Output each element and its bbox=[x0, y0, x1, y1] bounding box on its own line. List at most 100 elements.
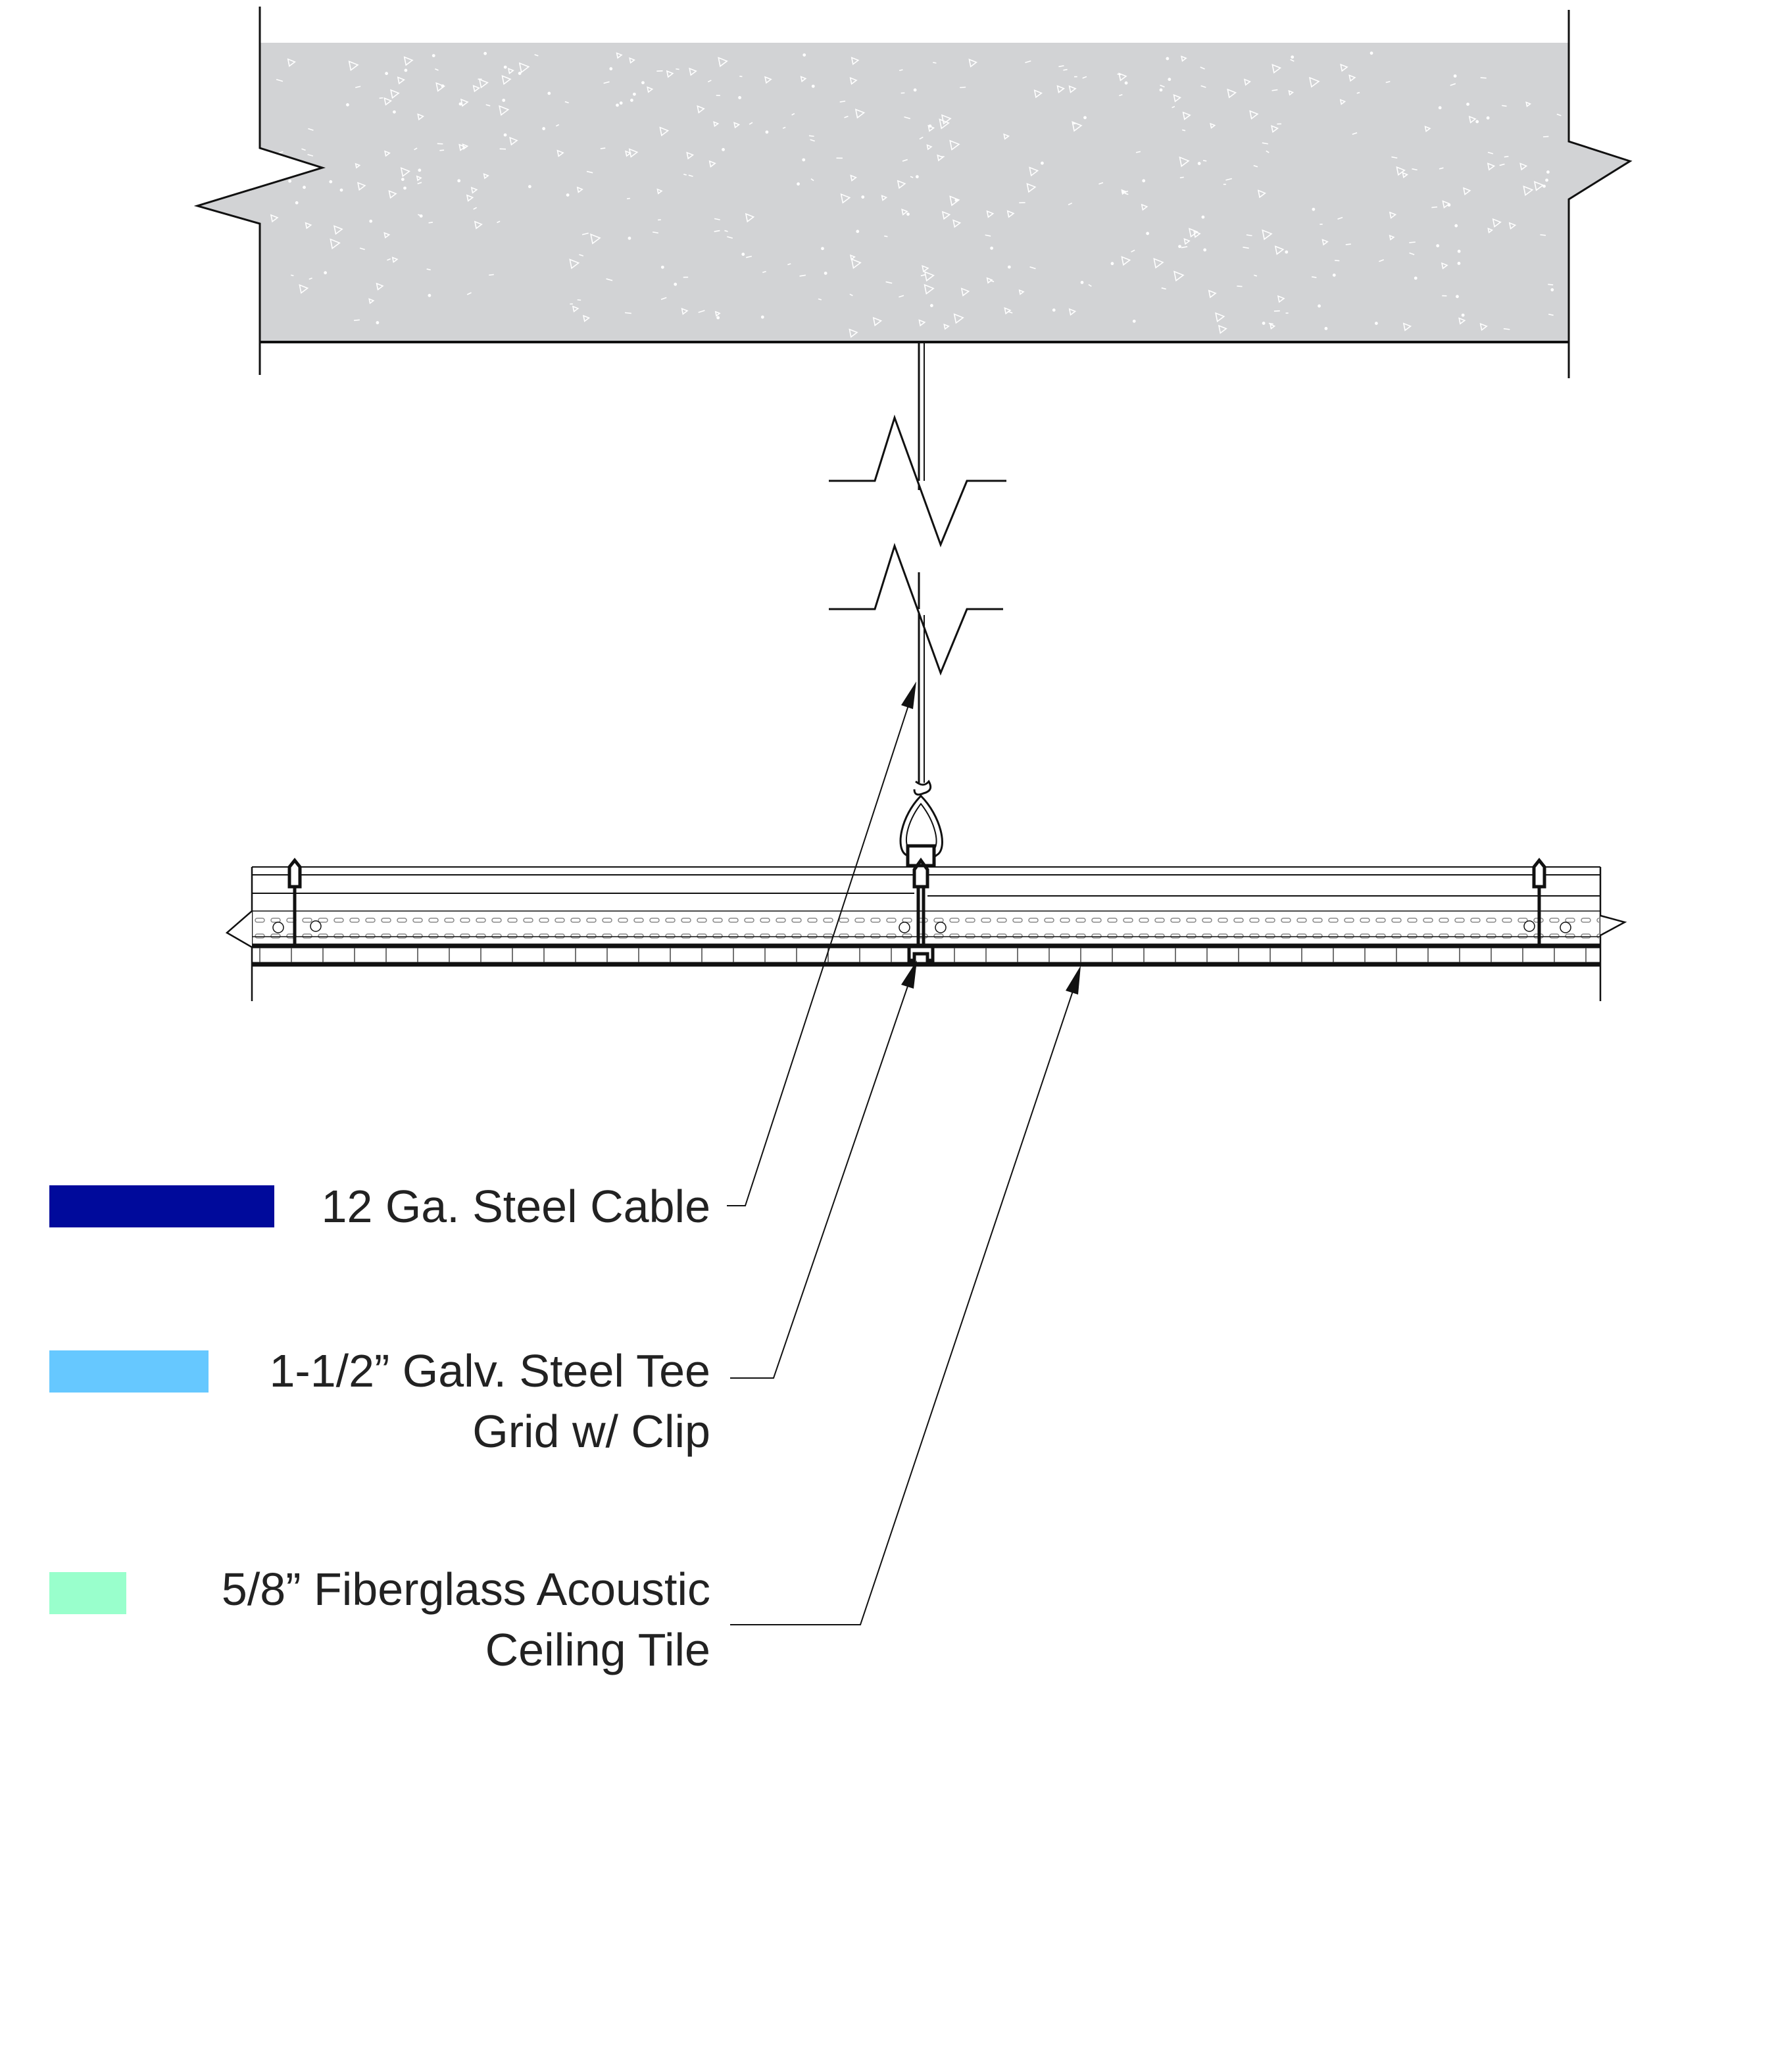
aggregate-speck bbox=[765, 130, 769, 134]
aggregate-speck bbox=[949, 195, 960, 207]
aggregate-speck bbox=[1257, 189, 1266, 199]
aggregate-speck bbox=[899, 295, 904, 298]
aggregate-speck bbox=[741, 253, 745, 256]
aggregate-speck bbox=[1385, 81, 1391, 84]
aggregate-speck bbox=[1200, 66, 1205, 70]
aggregate-speck bbox=[301, 148, 306, 151]
aggregate-speck bbox=[1502, 105, 1507, 107]
aggregate-speck bbox=[906, 212, 910, 216]
aggregate-speck bbox=[499, 105, 510, 116]
aggregate-speck bbox=[556, 124, 560, 127]
aggregate-speck bbox=[387, 258, 391, 261]
aggregate-speck bbox=[941, 210, 951, 220]
aggregate-speck bbox=[656, 188, 663, 195]
aggregate-speck bbox=[1110, 262, 1114, 266]
aggregate-speck bbox=[937, 154, 944, 162]
aggregate-speck bbox=[384, 150, 391, 157]
aggregate-speck bbox=[385, 72, 389, 76]
aggregate-speck bbox=[884, 235, 888, 237]
aggregate-speck bbox=[1285, 250, 1289, 254]
aggregate-speck bbox=[1266, 150, 1270, 153]
aggregate-speck bbox=[1072, 121, 1083, 132]
aggregate-speck bbox=[503, 65, 507, 69]
cable-break-mark-lower bbox=[829, 543, 1003, 676]
aggregate-speck bbox=[1312, 276, 1317, 278]
aggregate-speck bbox=[1424, 126, 1431, 133]
aggregate-speck bbox=[810, 139, 815, 142]
aggregate-speck bbox=[497, 220, 501, 224]
aggregate-speck bbox=[727, 235, 733, 239]
leader-grid bbox=[730, 966, 915, 1379]
aggregate-speck bbox=[920, 274, 926, 277]
aggregate-speck bbox=[824, 271, 827, 275]
aggregate-speck bbox=[960, 287, 970, 297]
aggregate-speck bbox=[708, 160, 716, 168]
aggregate-speck bbox=[1523, 185, 1534, 197]
aggregate-speck bbox=[1178, 245, 1181, 249]
aggregate-speck bbox=[1291, 55, 1295, 59]
aggregate-speck bbox=[1391, 156, 1398, 159]
aggregate-speck bbox=[501, 75, 512, 86]
aggregate-speck bbox=[1201, 215, 1205, 219]
aggregate-speck bbox=[346, 103, 349, 107]
aggregate-speck bbox=[1274, 245, 1285, 255]
aggregate-speck bbox=[1479, 322, 1488, 332]
aggregate-speck bbox=[811, 84, 815, 88]
aggregate-speck bbox=[590, 233, 601, 245]
aggregate-speck bbox=[1487, 228, 1494, 234]
aggregate-speck bbox=[1548, 313, 1554, 316]
cable-twist bbox=[913, 779, 932, 796]
aggregate-speck bbox=[652, 231, 658, 234]
legend-item-tee-grid: 1-1/2” Galv. Steel Tee Grid w/ Clip bbox=[49, 1345, 710, 1457]
aggregate-speck bbox=[764, 76, 772, 84]
aggregate-speck bbox=[840, 193, 851, 204]
aggregate-speck bbox=[927, 124, 935, 132]
aggregate-speck bbox=[802, 53, 806, 57]
aggregate-speck bbox=[839, 100, 846, 103]
aggregate-speck bbox=[383, 97, 393, 106]
aggregate-speck bbox=[339, 188, 343, 192]
aggregate-speck bbox=[1007, 265, 1011, 269]
grid-hole bbox=[935, 922, 947, 933]
legend: 12 Ga. Steel Cable 1-1/2” Galv. Steel Te… bbox=[49, 1181, 710, 1675]
grid-web-perforations bbox=[253, 913, 1599, 947]
aggregate-speck bbox=[1431, 206, 1438, 209]
aggregate-speck bbox=[457, 179, 461, 183]
aggregate-speck bbox=[348, 61, 359, 72]
aggregate-speck bbox=[416, 175, 422, 182]
aggregate-speck bbox=[566, 193, 570, 197]
aggregate-speck bbox=[1288, 89, 1295, 96]
aggregate-speck bbox=[1227, 88, 1237, 99]
aggregate-speck bbox=[897, 180, 906, 189]
aggregate-speck bbox=[606, 278, 613, 282]
aggregate-speck bbox=[376, 282, 384, 291]
aggregate-speck bbox=[628, 236, 631, 240]
aggregate-speck bbox=[528, 185, 531, 189]
aggregate-speck bbox=[724, 230, 728, 232]
aggregate-speck bbox=[1146, 232, 1150, 235]
aggregate-speck bbox=[564, 101, 569, 104]
legend-item-ceiling-tile: 5/8” Fiberglass Acoustic Ceiling Tile bbox=[49, 1564, 710, 1675]
aggregate-speck bbox=[1337, 216, 1343, 220]
leader-lines bbox=[727, 681, 1081, 1625]
aggregate-speck bbox=[718, 57, 728, 68]
aggregate-speck bbox=[714, 218, 720, 220]
aggregate-speck bbox=[941, 114, 952, 125]
aggregate-speck bbox=[1182, 111, 1191, 120]
aggregate-speck bbox=[1545, 178, 1548, 182]
aggregate-speck bbox=[534, 54, 539, 57]
legend-swatch-ceiling-tile bbox=[49, 1572, 126, 1614]
aggregate-speck bbox=[1068, 202, 1073, 206]
aggregate-speck bbox=[1550, 288, 1554, 291]
aggregate-speck bbox=[854, 109, 866, 119]
aggregate-speck bbox=[802, 158, 806, 162]
aggregate-speck bbox=[1142, 179, 1146, 183]
aggregate-speck bbox=[299, 284, 309, 294]
aggregate-speck bbox=[1268, 322, 1273, 325]
aggregate-speck bbox=[799, 274, 806, 277]
aggregate-speck bbox=[714, 230, 720, 232]
aggregate-speck bbox=[659, 126, 670, 137]
aggregate-speck bbox=[1375, 322, 1378, 325]
aggregate-speck bbox=[509, 136, 518, 146]
